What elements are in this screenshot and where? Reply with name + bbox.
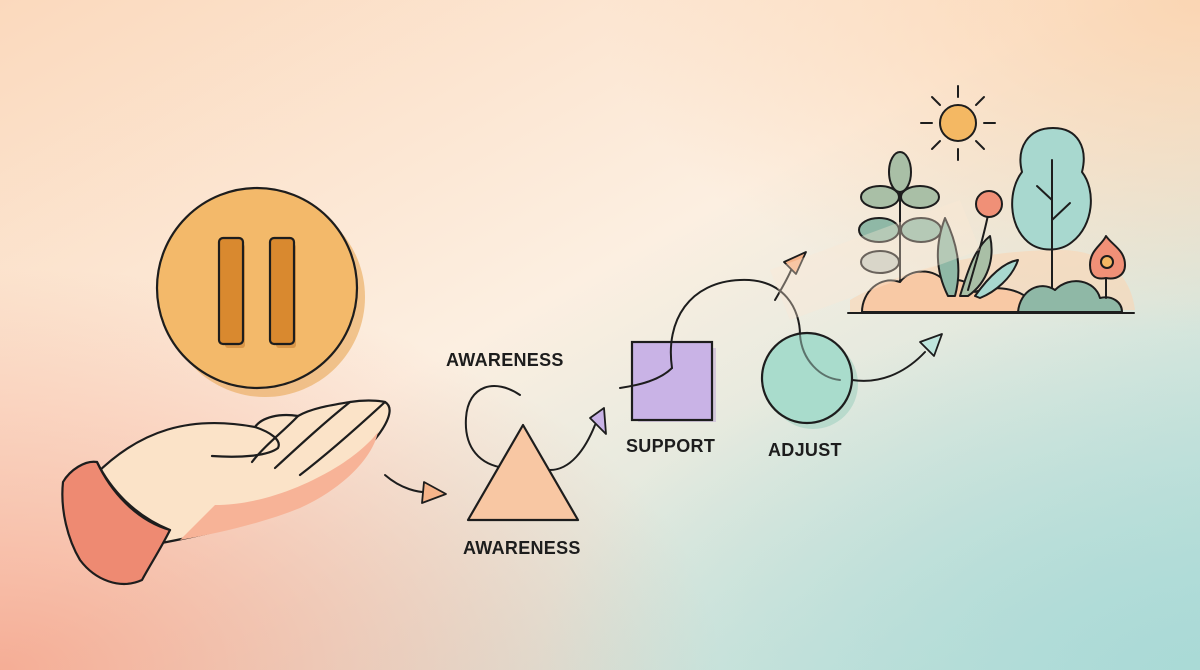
arrowhead-icon (919, 333, 943, 357)
arrowhead-icon (421, 481, 447, 504)
support-square (630, 340, 716, 422)
pause-icon (155, 186, 365, 397)
support-label: SUPPORT (626, 436, 716, 456)
awareness-triangle (466, 423, 580, 522)
sun-icon (920, 85, 996, 161)
arrowhead-icon (589, 407, 607, 435)
garden-icon (847, 127, 1135, 314)
adjust-label: ADJUST (768, 440, 842, 460)
arrowhead-icon (783, 251, 807, 275)
awareness-label-top: AWARENESS (446, 350, 564, 370)
open-hand-icon (61, 399, 391, 585)
awareness-label-bottom: AWARENESS (463, 538, 581, 558)
adjust-circle (760, 331, 858, 429)
